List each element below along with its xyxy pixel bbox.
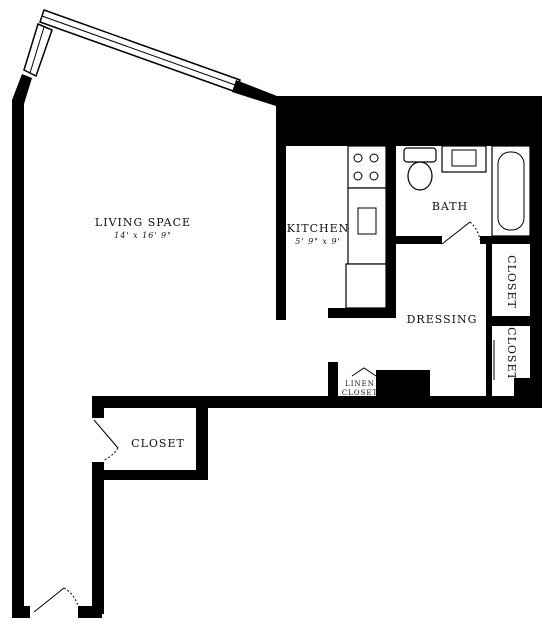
bath-label: BATH [432, 200, 468, 213]
stove [347, 145, 387, 189]
living-space-label: LIVING SPACE [95, 216, 191, 229]
linen-closet-label-1: LINEN [345, 380, 375, 388]
interior-walls [276, 96, 530, 398]
closet-label: CLOSET [131, 437, 185, 450]
closet-upper-right-label: CLOSET [505, 255, 518, 309]
exterior-walls [12, 74, 542, 618]
counter [347, 187, 387, 265]
kitchen-fixtures [345, 145, 387, 309]
dressing-label: DRESSING [407, 313, 478, 326]
kitchen-sink [357, 207, 377, 235]
kitchen-label: KITCHEN [287, 222, 350, 235]
refrigerator [345, 263, 387, 309]
window-diagonal [23, 9, 241, 93]
living-space-dims: 14' x 16' 9" [114, 231, 172, 240]
bath-fixtures [403, 145, 531, 237]
closet-lower-right-label: CLOSET [505, 327, 518, 381]
doors [33, 221, 495, 613]
toilet-bowl [407, 161, 433, 191]
linen-closet-label-2: CLOSET [342, 389, 378, 397]
kitchen-dims: 5' 9" x 9' [295, 237, 341, 246]
toilet-tank [403, 147, 437, 163]
